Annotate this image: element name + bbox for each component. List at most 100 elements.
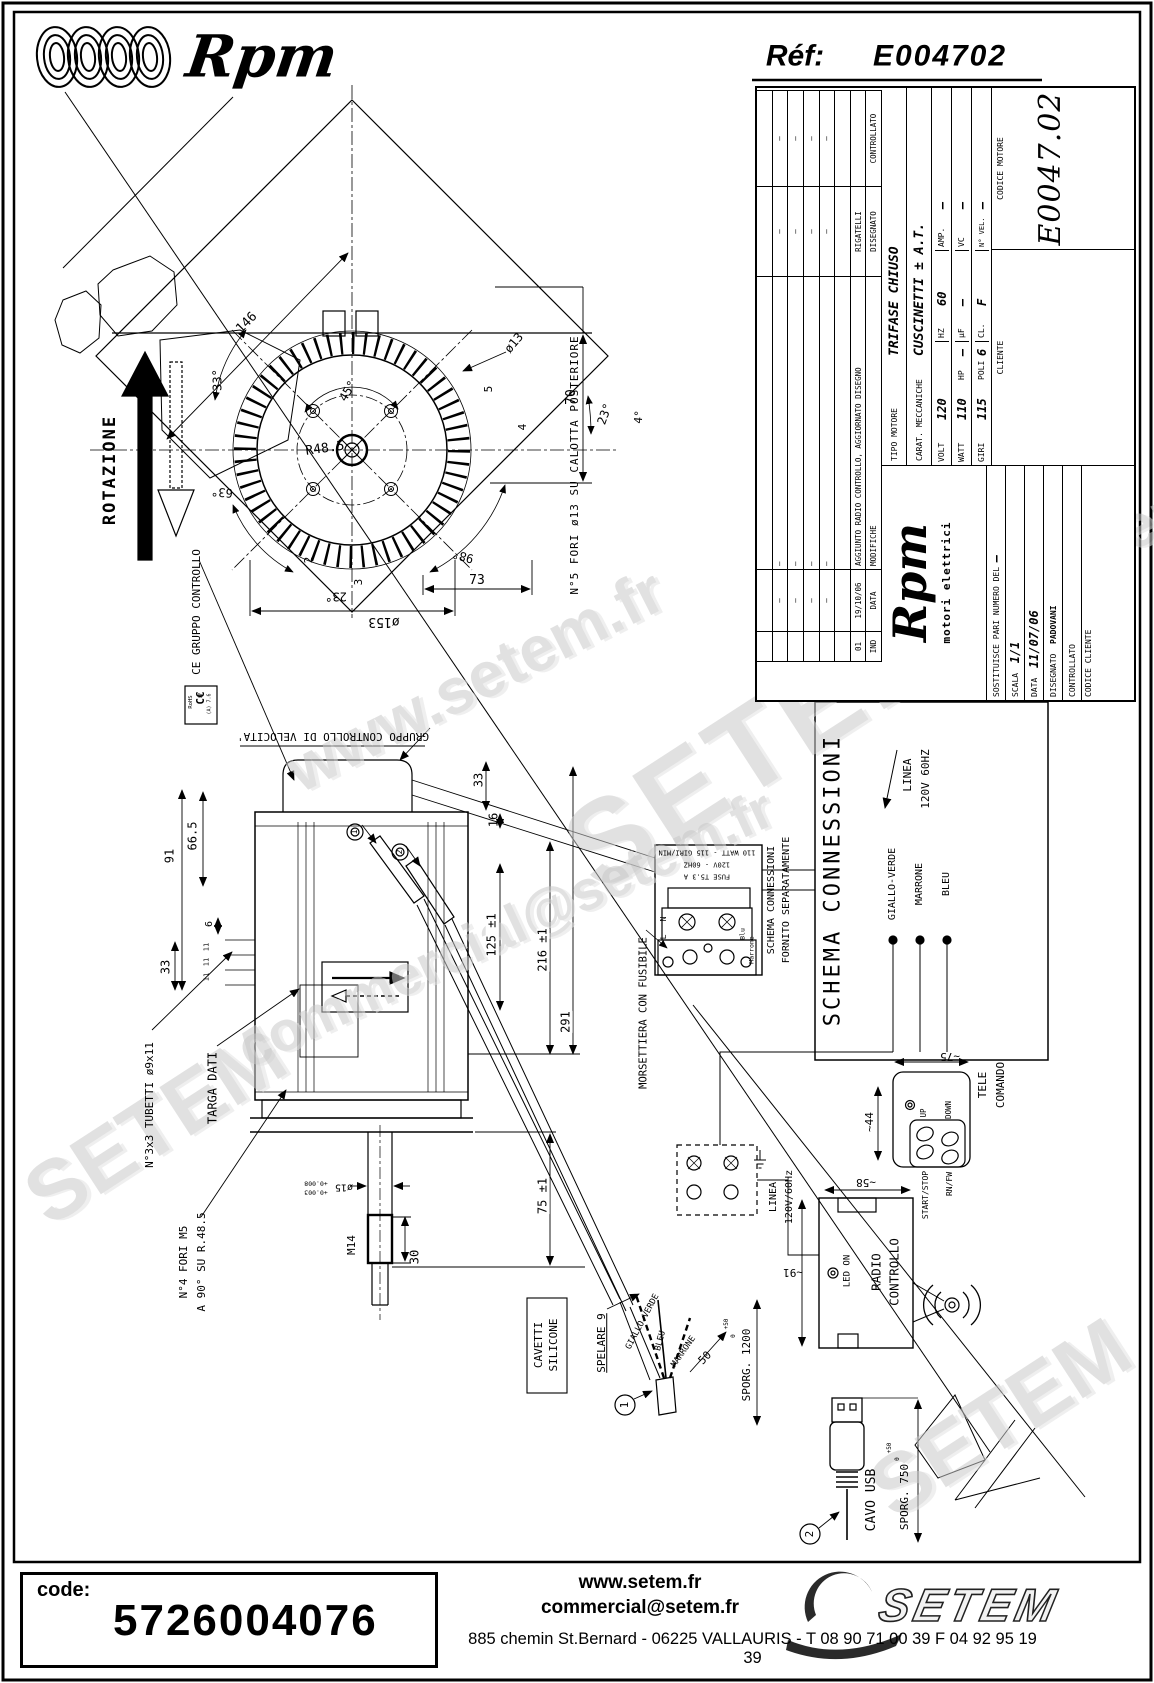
rev-modifiche: – [788,276,803,569]
remote-dim-75: ~75 [940,1049,960,1063]
rev-controllato: – [819,90,835,186]
revision-row: IND DATA MODIFICHE DISEGNATO CONTROLLATO [866,90,882,661]
dim-23deg-bottom: 23° [325,589,347,604]
radio-box [797,1185,981,1349]
setem-logo-text: SETEM [874,1578,1065,1632]
tb-data-label: DATA [1029,677,1039,697]
spec-hz-label: HZ [937,328,946,338]
dim-sporg1200-tol0: 0 [729,1334,737,1338]
spec-hp-label: HP [957,370,966,380]
spec-uf: – [954,250,969,306]
rev-ind [788,631,803,661]
tb-logo-text: Rpm [883,522,937,643]
note-gruppo-controllo: GRUPPO CONTROLLO DI VELOCITA' [236,729,430,743]
dim-33-left: 33 [158,959,173,975]
side-view [151,559,661,1381]
remote-down-label: DOWN [944,1100,954,1120]
schema-wire-bleu: BLEU [940,871,952,897]
note-n4-fori-2: A 90° SU R.48.5 [195,1212,209,1312]
tele-comando-1: TELE [976,1071,990,1099]
tb-specs: VOLT 120 HZ 60 AMP. – WATT 110 HP – µF –… [932,88,992,465]
terminal-l: L [658,934,668,940]
dim-sporg1200-tol: +50 [722,1318,730,1330]
tb-disegnato: PADOVANI [1048,605,1058,644]
dim-73: 73 [469,573,485,589]
radio-led-on: LED ON [842,1254,853,1288]
rev-date: – [788,569,803,631]
front-view [90,85,618,618]
rev-modifiche: AGGIUNTO RADIO CONTROLLO, AGGIORNATO DIS… [850,276,866,569]
rev-controllato [835,90,850,186]
dim-dia153: ø153 [366,613,402,629]
rev-disegnato: – [819,186,835,276]
radio-dim-58: ~58 [856,1175,876,1189]
tb-logo: Rpm motori elettrici [882,465,987,700]
revision-row: – – – – [819,90,836,661]
tb-controllato-label: CONTROLLATO [1067,644,1077,697]
spec-uf-label: µF [957,328,966,338]
note-silicone: SILICONE [547,1318,561,1372]
revision-row [757,90,773,661]
tb-scala: 1/1 [1008,641,1022,664]
remote-start-stop-label: START/STOP [920,1170,930,1220]
dim-11a: 11 [202,942,211,952]
note-spelare: SPELARE 9 [595,1313,609,1373]
note-cavetti: CAVETTI [532,1321,546,1369]
note-n3x3-tubetti: N°3x3 TUBETTI ø9x11 [143,1042,157,1168]
remote-rnfw-label: RN/FW [944,1171,954,1197]
rev-date: 19/10/06 [850,569,866,631]
rev-disegnato [757,186,772,276]
tb-disegnato-label: DISEGNATO [1048,653,1058,697]
rev-modifiche [835,276,850,569]
spec-volt: 120 [934,341,949,420]
dim-dia15: ø15 [334,1181,354,1193]
dim-66-5: 66.5 [185,821,200,851]
footer-email: commercial@setem.fr [540,1597,740,1618]
spec-amp-label: AMP. [937,227,946,247]
tb-codice-motore-value: E0047.02 [1033,91,1068,246]
tb-codice-motore: CODICE MOTORE E0047.02 [992,88,1134,250]
spec-giri-label: GIRI [977,442,986,462]
remote-control [873,1057,971,1168]
dim-sporg1200: SPORG. 1200 [740,1328,754,1402]
tb-codice-motore-label: CODICE MOTORE [996,137,1005,200]
note-ce-gruppo: CE GRUPPO CONTROLLO [190,549,204,675]
schema-title: SCHEMA CONNESSIONI [820,733,846,1027]
rev-ind: IND [866,631,881,661]
revision-row: – – – – [772,90,789,661]
note-morsettiera: MORSETTIERA CON FUSIBILE [637,937,650,1089]
dim-125: 125 ±1 [484,913,499,957]
ce-mark: C€ [194,691,208,705]
schema-note-1: SCHEMA CONNESSIONI [765,845,777,955]
dim-216: 216 ±1 [535,928,550,972]
fuse-line1: FUSE T5.3 A [683,872,731,881]
tb-sostituisce-label: SOSTITUISCE PARI NUMERO DEL [991,566,1001,697]
schema-wire-marrone: MARRONE [913,862,925,906]
balloon-1: 1 [618,1401,632,1409]
rev-date: – [803,569,819,631]
revision-row: – – – – [788,90,804,661]
radio-label-2: CONTROLLO [886,1238,902,1306]
rev-disegnato [835,186,850,276]
spec-amp: – [934,201,949,209]
dim-3: 3 [352,578,366,586]
dim-33-right: 33 [471,772,486,788]
title-block: – – – – – – – – – – – – – – – – [755,86,1136,702]
revision-row: 01 19/10/06 AGGIUNTO RADIO CONTROLLO, AG… [850,90,867,661]
spec-hp: – [954,341,969,356]
rev-date: – [772,569,788,631]
dim-4deg: 4° [631,409,646,425]
dim-dia15-tol-lower: +0.003 [304,1188,328,1197]
balloon-2-gland: 2 [394,849,404,855]
rev-disegnato: RIGATELLI [850,186,866,276]
terminal-marrone: Marrone [747,936,756,964]
line-terminal-volt: 120V/60Hz [783,1169,795,1225]
code-box: code: 5726004076 [20,1572,438,1668]
rev-modifiche: – [819,276,835,569]
ref-value: E004702 [872,39,1008,73]
setem-logo-icon [786,1571,902,1660]
fuse-line3: 110 WATT - 115 GIRI/MIN [658,848,756,857]
rev-date: – [819,569,835,631]
